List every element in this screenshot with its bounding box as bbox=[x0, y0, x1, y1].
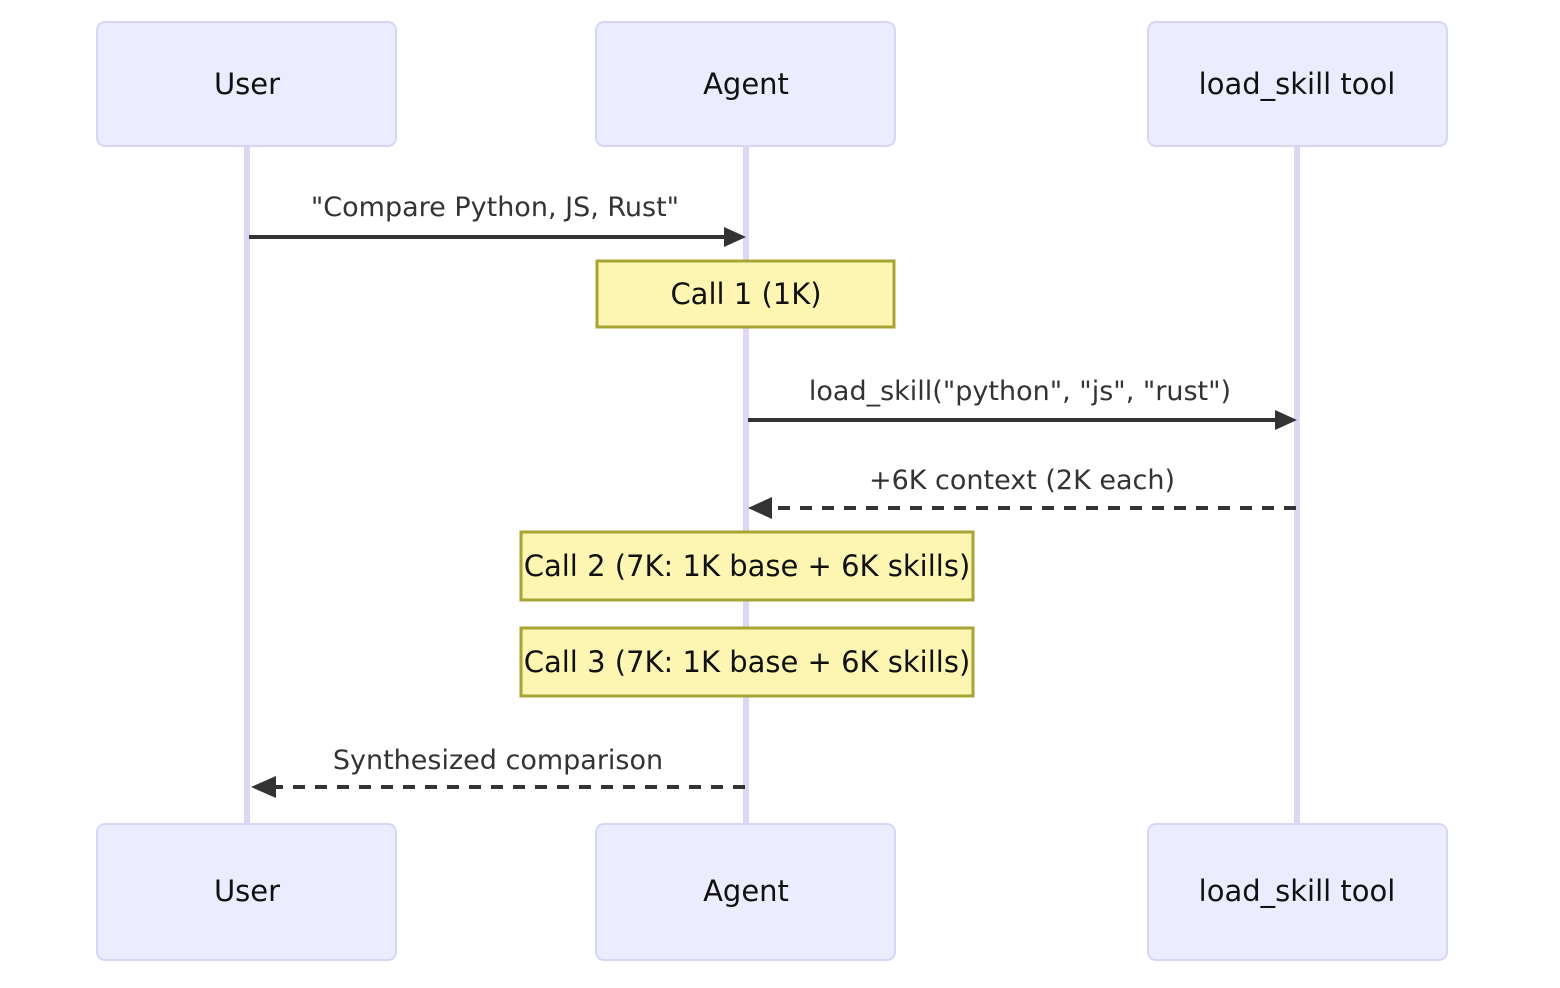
note-box-call-3 bbox=[519, 626, 975, 698]
note-label-call-1: Call 1 (1K) bbox=[670, 277, 821, 311]
arrowhead-context-return bbox=[748, 497, 772, 519]
message-label-compare-request: "Compare Python, JS, Rust" bbox=[311, 192, 679, 223]
arrowhead-load-skill-call bbox=[1275, 410, 1297, 430]
note-call-1: Call 1 (1K) bbox=[595, 259, 896, 329]
actor-footer-tool[interactable]: load_skill tool bbox=[1147, 823, 1448, 961]
actor-footer-agent[interactable]: Agent bbox=[595, 823, 896, 961]
actor-box-agent-bottom[interactable] bbox=[595, 823, 896, 961]
arrowhead-compare-request bbox=[724, 227, 746, 247]
note-call-3: Call 3 (7K: 1K base + 6K skills) bbox=[519, 626, 975, 698]
actor-label-tool-top: load_skill tool bbox=[1199, 67, 1396, 101]
actor-header-agent[interactable]: Agent bbox=[595, 21, 896, 147]
message-label-context-return: +6K context (2K each) bbox=[869, 465, 1175, 496]
actor-header-user[interactable]: User bbox=[96, 21, 397, 147]
actor-box-agent-top[interactable] bbox=[595, 21, 896, 147]
arrowhead-synthesized-comparison bbox=[251, 776, 276, 798]
message-load-skill-call: load_skill("python", "js", "rust") bbox=[748, 376, 1297, 430]
actor-label-agent-top: Agent bbox=[703, 67, 789, 101]
note-label-call-2: Call 2 (7K: 1K base + 6K skills) bbox=[524, 549, 971, 583]
actor-label-tool-bottom: load_skill tool bbox=[1199, 874, 1396, 908]
actor-header-tool[interactable]: load_skill tool bbox=[1147, 21, 1448, 147]
message-context-return: +6K context (2K each) bbox=[748, 465, 1296, 519]
actor-box-tool-bottom[interactable] bbox=[1147, 823, 1448, 961]
message-label-synthesized-comparison: Synthesized comparison bbox=[333, 745, 663, 776]
message-label-load-skill-call: load_skill("python", "js", "rust") bbox=[809, 376, 1231, 407]
actor-label-user-bottom: User bbox=[214, 874, 280, 908]
note-box-call-1 bbox=[595, 259, 896, 329]
message-synthesized-comparison: Synthesized comparison bbox=[251, 745, 745, 798]
note-box-call-2 bbox=[519, 530, 975, 602]
message-compare-request: "Compare Python, JS, Rust" bbox=[249, 192, 746, 247]
actor-label-agent-bottom: Agent bbox=[703, 874, 789, 908]
actor-box-user-bottom[interactable] bbox=[96, 823, 397, 961]
note-label-call-3: Call 3 (7K: 1K base + 6K skills) bbox=[524, 645, 971, 679]
lifelines bbox=[244, 146, 1300, 824]
note-call-2: Call 2 (7K: 1K base + 6K skills) bbox=[519, 530, 975, 602]
actor-box-user-top[interactable] bbox=[96, 21, 397, 147]
actor-label-user-top: User bbox=[214, 67, 280, 101]
actor-box-tool-top[interactable] bbox=[1147, 21, 1448, 147]
actor-footer-user[interactable]: User bbox=[96, 823, 397, 961]
